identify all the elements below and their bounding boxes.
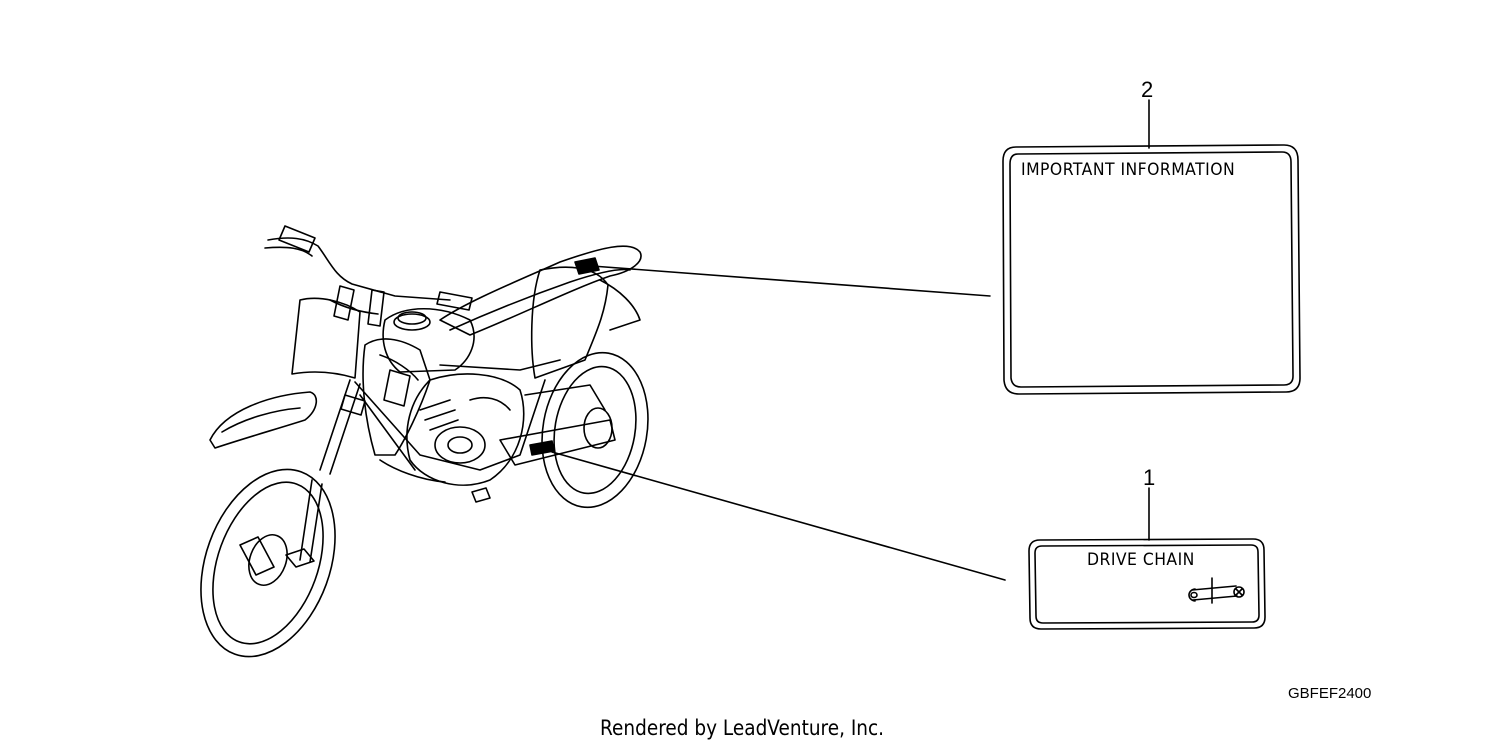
important-information-text: IMPORTANT INFORMATION — [1021, 160, 1236, 180]
important-information-label-outline — [1002, 144, 1301, 395]
drive-chain-text: DRIVE CHAIN — [1087, 550, 1195, 570]
callout-number-2: 2 — [1141, 77, 1154, 102]
chain-adjuster-icon — [1188, 577, 1245, 604]
motorcycle-illustration — [200, 225, 649, 658]
callout-number-1: 1 — [1143, 465, 1156, 490]
leader-line-label-1 — [551, 451, 1006, 581]
footer-credit: Rendered by LeadVenture, Inc. — [600, 716, 885, 740]
diagram-reference-code: GBFEF2400 — [1288, 685, 1372, 702]
drive-chain-label-outline — [1028, 538, 1266, 630]
leader-line-label-2 — [591, 265, 991, 297]
